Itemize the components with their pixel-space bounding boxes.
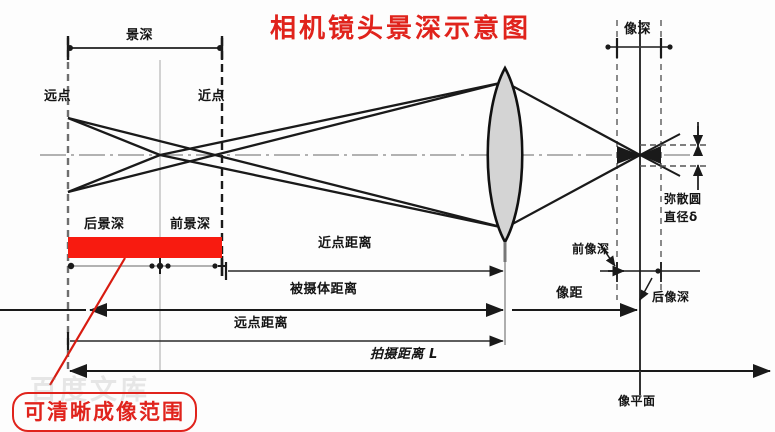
dim-far-point-distance — [66, 332, 504, 350]
object-ray-bundle — [67, 80, 506, 230]
dim-depth-subdivisions — [67, 256, 226, 276]
lens-element — [486, 65, 524, 262]
dim-front-rear-image-depth — [599, 243, 700, 301]
label-circle-of-confusion-diameter: 直径δ — [664, 210, 698, 224]
clear-range-leader — [49, 257, 126, 386]
reference-lines — [66, 20, 662, 395]
dim-depth-of-field — [66, 36, 224, 60]
image-ray-bundle — [504, 80, 681, 230]
label-rear-image-depth: 后像深 — [652, 290, 690, 304]
label-rear-depth: 后景深 — [84, 217, 125, 232]
label-front-image-depth: 前像深 — [572, 242, 610, 256]
label-image-plane: 像平面 — [618, 394, 656, 408]
dim-near-point-distance — [224, 262, 504, 280]
clear-imaging-range-bar — [68, 237, 222, 258]
label-image-distance: 像距 — [556, 286, 584, 301]
clear-imaging-range-callout: 可清晰成像范围 — [12, 392, 197, 432]
label-far-point-distance: 远点距离 — [234, 316, 289, 331]
label-circle-of-confusion: 弥散圆 — [664, 192, 702, 206]
dim-image-depth — [605, 38, 673, 58]
label-image-depth: 像深 — [624, 22, 652, 37]
page-title: 相机镜头景深示意图 — [270, 14, 532, 44]
circle-of-confusion-guides — [640, 122, 706, 190]
label-subject-distance: 被摄体距离 — [290, 282, 358, 297]
label-near-point: 近点 — [198, 89, 226, 104]
label-shooting-distance: 拍摄距离 L — [370, 347, 438, 362]
label-far-point: 远点 — [44, 89, 72, 104]
label-front-depth: 前景深 — [170, 217, 211, 232]
label-depth-of-field: 景深 — [126, 28, 154, 43]
label-near-point-distance: 近点距离 — [318, 236, 373, 251]
